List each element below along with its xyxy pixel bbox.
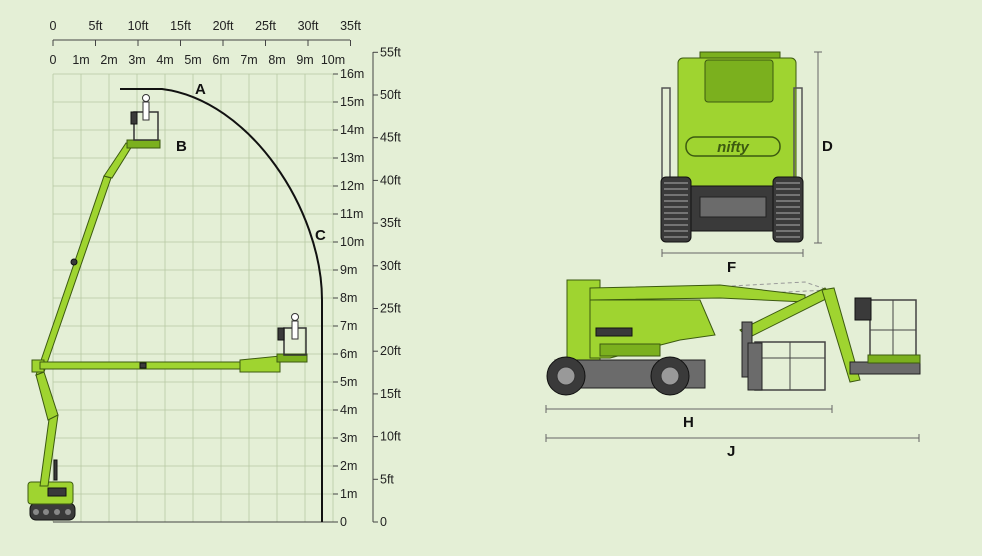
label-j: J	[727, 443, 735, 460]
meter-tick-label: 5m	[184, 53, 201, 67]
meter-tick-label: 10m	[321, 53, 345, 67]
feet-tick-label: 0	[50, 19, 57, 33]
lift-machine-front: nifty	[660, 51, 804, 243]
meter-tick-label: 6m	[212, 53, 229, 67]
height-meter-scale: 0 1m 2m 3m 4m 5m 6m 7m 8m 9m 10m 11m 12m 13m 14m 15m 16m	[333, 67, 364, 529]
feet-tick-label: 15ft	[170, 19, 191, 33]
label-f: F	[727, 259, 736, 276]
height-meter-tick-label: 14m	[340, 123, 364, 137]
meter-horizontal-scale: 0 1m 2m 3m 4m 5m 6m 7m 8m 9m 10m	[50, 53, 346, 67]
height-meter-tick-label: 16m	[340, 67, 364, 81]
height-meter-tick-label: 12m	[340, 179, 364, 193]
height-feet-tick-label: 0	[380, 515, 387, 529]
height-meter-tick-label: 7m	[340, 319, 357, 333]
label-d: D	[822, 138, 833, 155]
feet-tick-label: 10ft	[128, 19, 149, 33]
lift-machine-side	[27, 94, 308, 521]
envelope-grid	[52, 73, 334, 523]
height-meter-tick-label: 10m	[340, 235, 364, 249]
feet-horizontal-scale: 0 5ft 10ft 15ft 20ft 25ft 30ft 35ft	[50, 19, 361, 46]
envelope-curve	[120, 88, 323, 522]
lift-machine-stowed	[546, 279, 921, 396]
height-meter-tick-label: 9m	[340, 263, 357, 277]
feet-tick-label: 25ft	[255, 19, 276, 33]
brand-logo: nifty	[717, 139, 749, 156]
meter-tick-label: 7m	[240, 53, 257, 67]
dimension-d: D	[814, 51, 833, 244]
height-meter-tick-label: 3m	[340, 431, 357, 445]
height-feet-tick-label: 15ft	[380, 387, 401, 401]
dimension-f: F	[661, 249, 804, 276]
height-feet-tick-label: 45ft	[380, 131, 401, 145]
feet-tick-label: 35ft	[340, 19, 361, 33]
height-meter-tick-label: 8m	[340, 291, 357, 305]
height-meter-tick-label: 11m	[340, 207, 363, 221]
height-feet-scale: 0 5ft 10ft 15ft 20ft 25ft 30ft 35ft 40ft 45ft 50ft…	[372, 45, 401, 529]
label-a: A	[195, 81, 206, 98]
height-meter-tick-label: 6m	[340, 347, 357, 361]
feet-tick-label: 5ft	[89, 19, 103, 33]
label-h: H	[683, 414, 694, 431]
dimension-h: H	[545, 405, 833, 431]
meter-tick-label: 2m	[100, 53, 117, 67]
height-feet-tick-label: 25ft	[380, 302, 401, 316]
height-meter-tick-label: 1m	[340, 487, 357, 501]
meter-tick-label: 1m	[72, 53, 89, 67]
meter-tick-label: 8m	[268, 53, 285, 67]
height-feet-tick-label: 50ft	[380, 88, 401, 102]
height-meter-tick-label: 13m	[340, 151, 364, 165]
feet-tick-label: 20ft	[213, 19, 234, 33]
height-meter-tick-label: 2m	[340, 459, 357, 473]
height-feet-tick-label: 35ft	[380, 216, 401, 230]
height-feet-tick-label: 40ft	[380, 173, 401, 187]
meter-tick-label: 3m	[128, 53, 145, 67]
meter-tick-label: 9m	[296, 53, 313, 67]
label-b: B	[176, 138, 187, 155]
height-feet-tick-label: 30ft	[380, 259, 401, 273]
height-feet-tick-label: 10ft	[380, 430, 401, 444]
meter-tick-label: 4m	[156, 53, 173, 67]
feet-tick-label: 30ft	[298, 19, 319, 33]
height-feet-tick-label: 20ft	[380, 344, 401, 358]
height-feet-tick-label: 55ft	[380, 45, 401, 59]
height-meter-tick-label: 4m	[340, 403, 357, 417]
meter-tick-label: 0	[50, 53, 57, 67]
height-feet-tick-label: 5ft	[380, 472, 394, 486]
height-meter-tick-label: 5m	[340, 375, 357, 389]
height-meter-tick-label: 15m	[340, 95, 364, 109]
height-meter-tick-label: 0	[340, 515, 347, 529]
label-c: C	[315, 227, 326, 244]
dimension-j: J	[545, 434, 920, 460]
